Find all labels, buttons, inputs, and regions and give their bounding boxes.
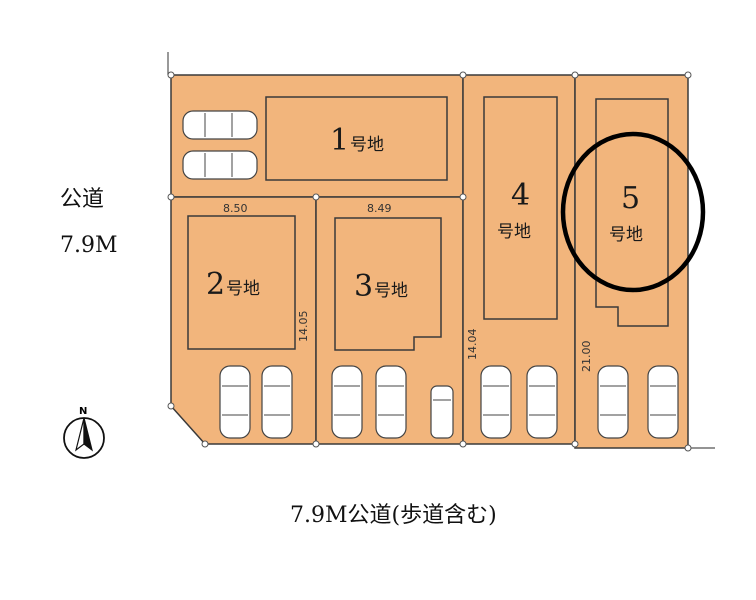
west-road-label: 公道: [60, 187, 104, 212]
lot-2-depth-dim: 14.05: [297, 311, 310, 343]
lot-1-number: 1: [330, 123, 349, 158]
lot-3-width-dim: 8.49: [367, 202, 392, 215]
car-icon: [375, 365, 407, 439]
car-icon: [182, 110, 258, 140]
lot-4-number: 4: [511, 178, 530, 213]
lot-5-suffix: 号地: [609, 225, 643, 245]
lot-2-building: [187, 215, 296, 350]
lot-5-building: [595, 98, 669, 327]
boundary-markers: [167, 71, 692, 452]
car-icon: [219, 365, 251, 439]
lot-1-building: [265, 96, 448, 181]
car-icon: [480, 365, 512, 439]
lot-4-building: [483, 96, 558, 320]
car-icon: [647, 365, 679, 439]
car-icon: [526, 365, 558, 439]
lot-4-depth-dim: 14.04: [466, 329, 479, 361]
north-label: N: [79, 406, 87, 417]
lot-5-highlight-circle: [560, 131, 706, 293]
south-road-label: 7.9M公道(歩道含む): [290, 503, 497, 528]
lot-4-suffix: 号地: [497, 222, 531, 242]
lot-5-number: 5: [621, 181, 640, 216]
lot-3-building: [334, 217, 442, 351]
bike-icon: [430, 385, 454, 439]
lot-3-number: 3: [354, 269, 373, 304]
west-road-width: 7.9M: [60, 233, 118, 258]
lot-5-depth-dim: 21.00: [580, 341, 593, 373]
lot-1-suffix: 号地: [350, 135, 384, 155]
north-compass-icon: [63, 417, 105, 459]
car-icon: [597, 365, 629, 439]
car-icon: [331, 365, 363, 439]
lot-2-suffix: 号地: [226, 279, 260, 299]
lot-4-area: [462, 74, 576, 445]
car-icon: [261, 365, 293, 439]
lot-2-width-dim: 8.50: [223, 202, 248, 215]
lot-3-suffix: 号地: [374, 281, 408, 301]
car-icon: [182, 150, 258, 180]
lot-2-number: 2: [206, 267, 225, 302]
